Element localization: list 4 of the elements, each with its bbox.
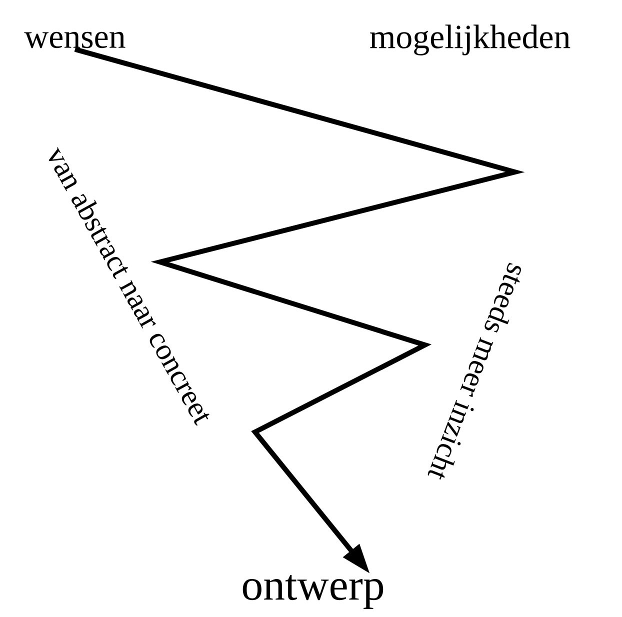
word-label: ontwerp bbox=[242, 575, 384, 609]
side-label: steeds meer inzicht bbox=[428, 262, 521, 480]
word-label: wensen bbox=[24, 32, 126, 48]
word-label: mogelijkheden bbox=[370, 24, 570, 56]
